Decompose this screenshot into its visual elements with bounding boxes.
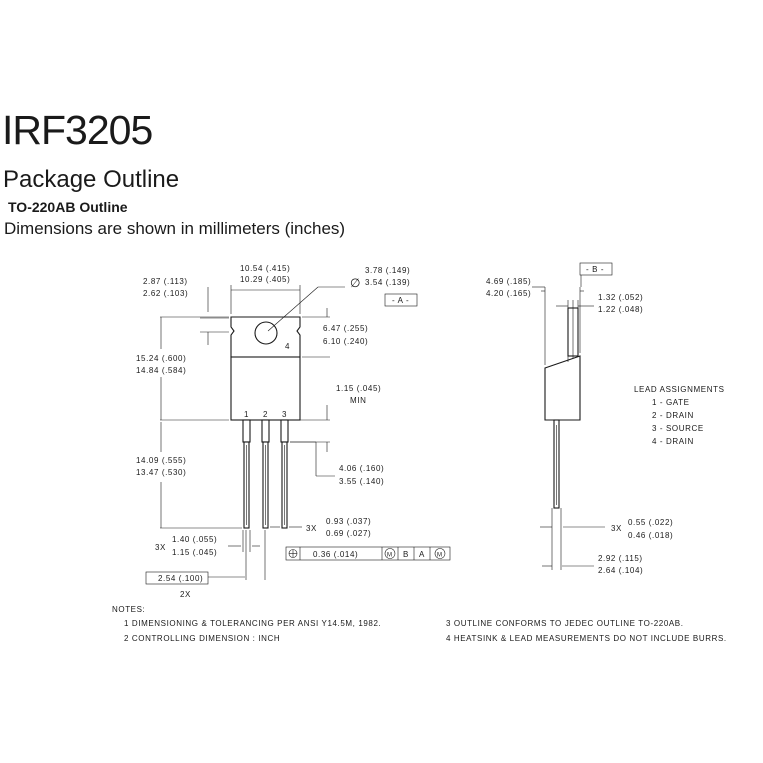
part-number-title: IRF3205 — [2, 107, 153, 153]
dim-text: 4.20 (.165) — [486, 289, 531, 298]
front-view: 1 2 3 4 2.87 (.113) 2.62 (.103) 10.54 (.… — [136, 264, 451, 599]
lead-assignment-item: 3 - SOURCE — [652, 424, 704, 433]
units-note: Dimensions are shown in millimeters (inc… — [4, 219, 346, 238]
pin-label: 2 — [263, 410, 268, 419]
outline-name: TO-220AB Outline — [8, 199, 128, 215]
dim-text: 4.06 (.160) — [339, 464, 384, 473]
dim-text: 2.87 (.113) — [143, 277, 188, 286]
dim-text: 3.78 (.149) — [365, 266, 410, 275]
lead-assignments: LEAD ASSIGNMENTS 1 - GATE 2 - DRAIN 3 - … — [634, 385, 725, 446]
notes-title: NOTES: — [112, 605, 145, 614]
dim-text: 0.93 (.037) — [326, 517, 371, 526]
dim-text: 3.54 (.139) — [365, 278, 410, 287]
dim-text: 2.92 (.115) — [598, 554, 643, 563]
dim-text: 15.24 (.600) — [136, 354, 186, 363]
lead-3-shoulder — [280, 419, 289, 443]
dim-text: 10.29 (.405) — [240, 275, 290, 284]
dim-text: 6.10 (.240) — [323, 337, 368, 346]
dim-text: 2.64 (.104) — [598, 566, 643, 575]
pin-label: 3 — [282, 410, 287, 419]
lead-assignment-item: 2 - DRAIN — [652, 411, 694, 420]
note-item: 2 CONTROLLING DIMENSION : INCH — [124, 634, 280, 643]
dim-text: 1.22 (.048) — [598, 305, 643, 314]
dim-text: 2.62 (.103) — [143, 289, 188, 298]
tolerance-datum: B — [403, 550, 409, 559]
dim-text: 4.69 (.185) — [486, 277, 531, 286]
dim-text: 1.32 (.052) — [598, 293, 643, 302]
lead-1-shoulder — [242, 419, 251, 443]
dim-text: 0.46 (.018) — [628, 531, 673, 540]
tolerance-value: 0.36 (.014) — [313, 550, 358, 559]
note-item: 1 DIMENSIONING & TOLERANCING PER ANSI Y1… — [124, 619, 381, 628]
dim-text: 2.54 (.100) — [158, 574, 203, 583]
pin-label: 1 — [244, 410, 249, 419]
dim-text: 1.15 (.045) — [336, 384, 381, 393]
mmc-icon — [384, 548, 396, 559]
dim-text: 1.15 (.045) — [172, 548, 217, 557]
dim-text: 3X — [306, 524, 317, 533]
notes: NOTES: 1 DIMENSIONING & TOLERANCING PER … — [112, 605, 727, 643]
datum-a: - A - — [392, 296, 409, 305]
note-item: 4 HEATSINK & LEAD MEASUREMENTS DO NOT IN… — [446, 634, 727, 643]
side-view: 4.69 (.185) 4.20 (.165) - B - 1.32 (.052… — [486, 262, 673, 575]
dim-text: 10.54 (.415) — [240, 264, 290, 273]
note-item: 3 OUTLINE CONFORMS TO JEDEC OUTLINE TO-2… — [446, 619, 684, 628]
dim-text: 3X — [611, 524, 622, 533]
dim-text: 2X — [180, 590, 191, 599]
tolerance-datum: A — [419, 550, 425, 559]
lead-2-shoulder — [261, 419, 270, 443]
diameter-symbol: ∅ — [350, 276, 361, 290]
dim-text: 0.55 (.022) — [628, 518, 673, 527]
tolerance-modifier: M — [437, 553, 443, 559]
lead-assignment-item: 1 - GATE — [652, 398, 690, 407]
mmc-icon-2 — [434, 548, 446, 559]
dim-text: 1.40 (.055) — [172, 535, 217, 544]
mounting-hole — [254, 321, 278, 345]
dim-text: 14.84 (.584) — [136, 366, 186, 375]
package-body — [230, 356, 301, 421]
tolerance-modifier: M — [387, 553, 393, 559]
datum-b: - B - — [586, 265, 604, 274]
section-heading: Package Outline — [3, 166, 180, 193]
lead-assignments-title: LEAD ASSIGNMENTS — [634, 385, 725, 394]
dim-text: 3X — [155, 543, 166, 552]
dim-text: 13.47 (.530) — [136, 468, 186, 477]
dim-text: 0.69 (.027) — [326, 529, 371, 538]
side-body — [544, 355, 581, 421]
pin-label: 4 — [285, 342, 290, 351]
dim-text: 6.47 (.255) — [323, 324, 368, 333]
dim-text: 14.09 (.555) — [136, 456, 186, 465]
lead-assignment-item: 4 - DRAIN — [652, 437, 694, 446]
dim-text: MIN — [350, 396, 366, 405]
dim-text: 3.55 (.140) — [339, 477, 384, 486]
